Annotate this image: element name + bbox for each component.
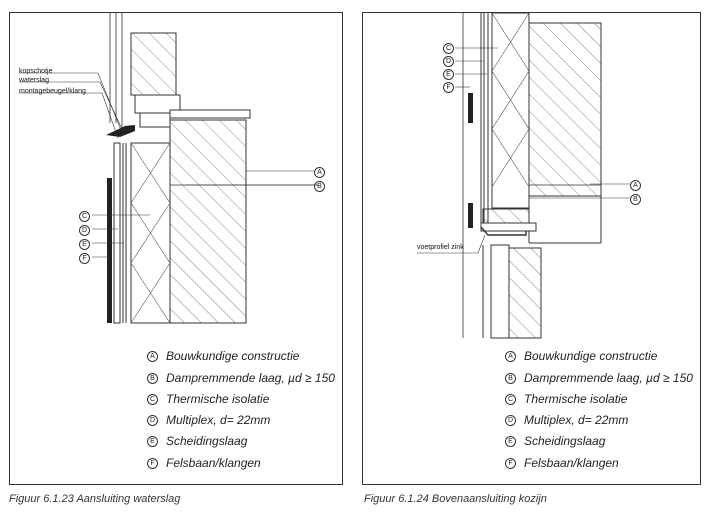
multiplex-D [113, 142, 121, 324]
marker-B: B [630, 190, 649, 208]
upper-wall-block [130, 32, 177, 96]
marker-A: A [314, 163, 333, 181]
felsbaan-lower [468, 203, 473, 228]
upper-wall-A [528, 22, 602, 197]
marker-D: D [443, 52, 462, 70]
marker-A: A [630, 176, 649, 194]
marker-F: F [79, 249, 98, 267]
callout-montagebeugel: montagebeugel/klang [19, 88, 86, 95]
felsbaan-upper [468, 93, 473, 123]
callout-voetprofiel-zink: voetprofiel zink [417, 244, 464, 251]
marker-C: C [443, 39, 462, 57]
marker-E: E [443, 65, 462, 83]
callout-kopschotje: kopschotje [19, 68, 53, 75]
waterslag-flashing [106, 125, 135, 137]
felsbaan-F [107, 178, 112, 323]
insulation-C [491, 13, 530, 209]
marker-B: B [314, 177, 333, 195]
section-drawing-waterslag [19, 13, 318, 324]
lintel [482, 208, 530, 224]
frame-lower [508, 247, 542, 339]
marker-E: E [79, 235, 98, 253]
marker-F: F [443, 78, 462, 96]
figure-panel-left: kopschotje waterslag montagebeugel/klang… [9, 12, 343, 485]
marker-D: D [79, 221, 98, 239]
window-sill [169, 109, 251, 119]
caption-right: Figuur 6.1.24 Bovenaansluiting kozijn [364, 493, 547, 505]
section-drawing-kozijn [417, 13, 630, 339]
wall-A [169, 119, 247, 324]
caption-left: Figuur 6.1.23 Aansluiting waterslag [9, 493, 181, 505]
voetprofiel [480, 226, 527, 236]
marker-C: C [79, 207, 98, 225]
callout-waterslag: waterslag [19, 77, 49, 84]
